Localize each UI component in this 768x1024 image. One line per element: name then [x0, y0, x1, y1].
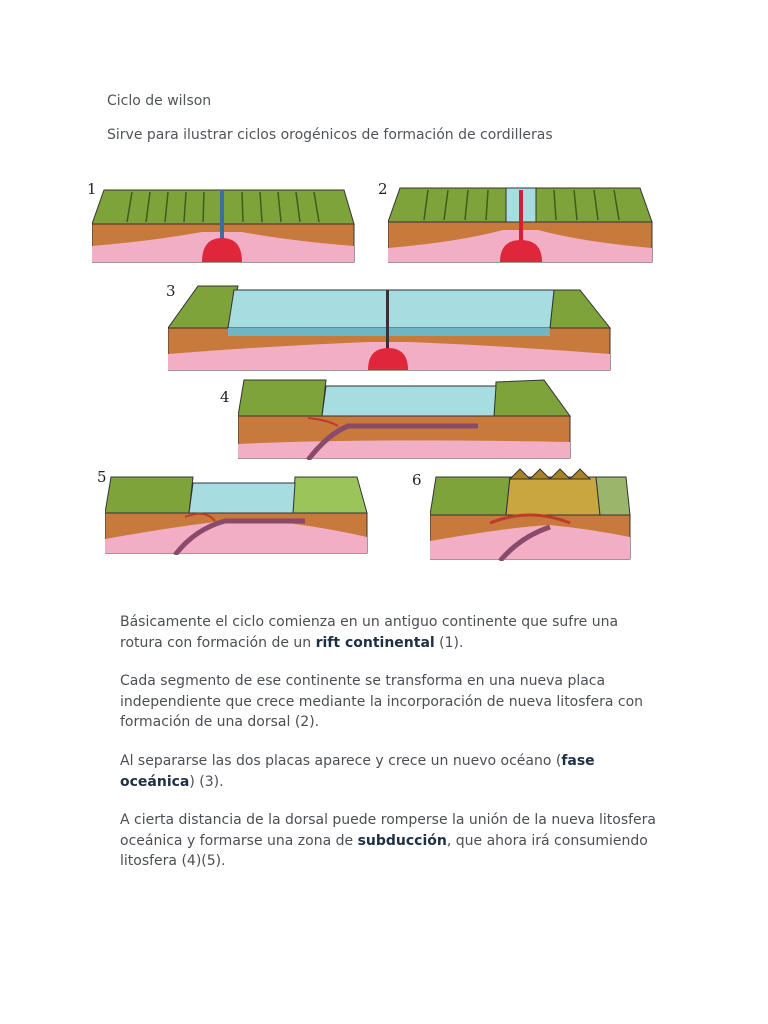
panel-4-label: 4: [220, 389, 230, 405]
paragraph-4: A cierta distancia de la dorsal puede ro…: [120, 810, 660, 872]
paragraph-1-bold: rift continental: [316, 635, 435, 651]
paragraph-3-text-end: ) (3).: [189, 774, 223, 790]
paragraph-4-bold: subducción: [358, 833, 447, 849]
panel-6-label: 6: [412, 472, 422, 488]
panel-4-diagram: [238, 378, 572, 460]
paragraph-2-text: Cada segmento de ese continente se trans…: [120, 673, 643, 730]
panel-2-label: 2: [378, 181, 388, 197]
paragraph-1-text-end: (1).: [435, 635, 464, 651]
paragraph-2: Cada segmento de ese continente se trans…: [120, 671, 660, 733]
panel-1-diagram: [92, 186, 356, 264]
panel-6-diagram: [430, 467, 632, 561]
document-title: Ciclo de wilson: [107, 92, 211, 110]
panel-2-diagram: [388, 186, 654, 264]
panel-3-diagram: [168, 284, 612, 372]
document-subtitle: Sirve para ilustrar ciclos orogénicos de…: [107, 126, 553, 144]
panel-5-diagram: [105, 473, 369, 555]
paragraph-3-text-start: Al separarse las dos placas aparece y cr…: [120, 753, 561, 769]
paragraph-1: Básicamente el ciclo comienza en un anti…: [120, 612, 660, 653]
paragraph-3: Al separarse las dos placas aparece y cr…: [120, 751, 660, 792]
